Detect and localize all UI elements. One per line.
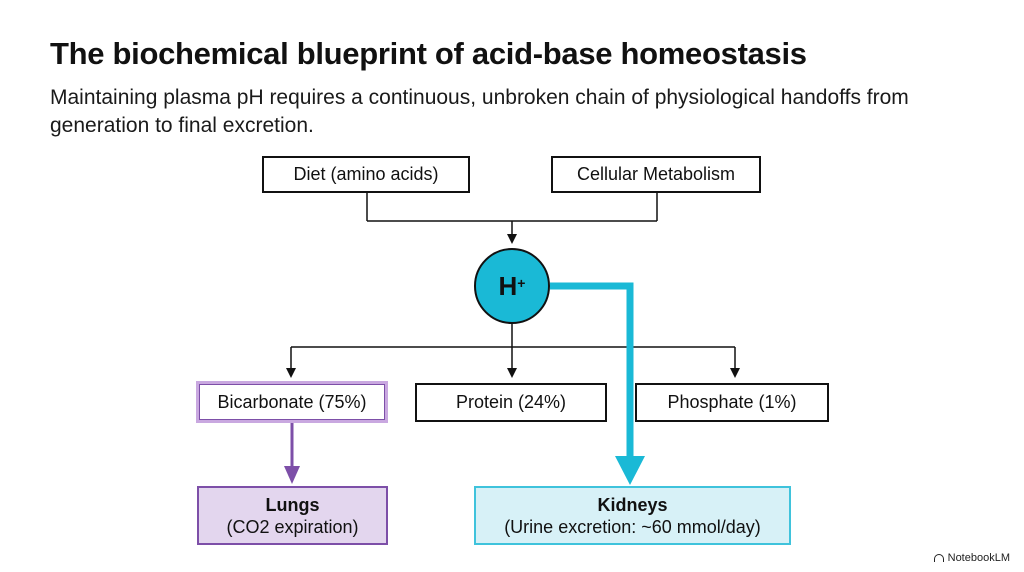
kidneys-detail: (Urine excretion: ~60 mmol/day) bbox=[504, 516, 761, 537]
bicarbonate-buffer-box: Bicarbonate (75%) bbox=[196, 381, 388, 423]
protein-label: Protein (24%) bbox=[455, 392, 567, 412]
source-cellular-metabolism-box: Cellular Metabolism bbox=[551, 156, 761, 193]
brand-label: NotebookLM bbox=[947, 552, 1010, 564]
hydrogen-charge: + bbox=[517, 275, 526, 291]
diagram-subtitle: Maintaining plasma pH requires a continu… bbox=[50, 86, 909, 137]
buffer-split-connector bbox=[286, 324, 740, 378]
kidney-pathway-arrow bbox=[550, 282, 645, 485]
lungs-name: Lungs bbox=[265, 494, 320, 515]
hydrogen-ion-node: H+ bbox=[474, 248, 550, 324]
notebooklm-watermark: NotebookLM bbox=[933, 552, 1010, 564]
protein-buffer-box: Protein (24%) bbox=[415, 383, 607, 422]
source-merge-connector bbox=[366, 193, 658, 244]
notebooklm-logo-icon bbox=[933, 554, 944, 562]
kidneys-name: Kidneys bbox=[597, 494, 668, 515]
lungs-detail: (CO2 expiration) bbox=[226, 516, 359, 537]
phosphate-label: Phosphate (1%) bbox=[667, 392, 797, 412]
source-diet-label: Diet (amino acids) bbox=[293, 164, 439, 184]
hydrogen-symbol: H bbox=[498, 270, 518, 301]
kidneys-box: Kidneys (Urine excretion: ~60 mmol/day) bbox=[474, 486, 791, 545]
diagram-title: The biochemical blueprint of acid-base h… bbox=[50, 36, 807, 71]
bicarbonate-label: Bicarbonate (75%) bbox=[217, 391, 367, 412]
source-diet-box: Diet (amino acids) bbox=[262, 156, 470, 193]
source-cellular-label: Cellular Metabolism bbox=[576, 164, 736, 184]
lungs-pathway-arrow bbox=[284, 423, 300, 484]
lungs-box: Lungs (CO2 expiration) bbox=[197, 486, 388, 545]
phosphate-buffer-box: Phosphate (1%) bbox=[635, 383, 829, 422]
